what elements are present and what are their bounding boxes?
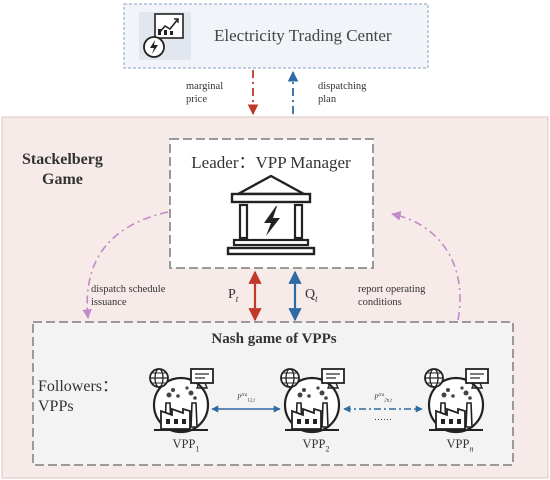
vpp-n-sub: n [469,444,474,454]
report-conditions-line-2: conditions [358,297,402,308]
marginal-price-line-2: price [186,94,207,105]
marginal-price-line-1: marginal [186,81,224,92]
trade-label-2n: Ptra2n,t [374,393,392,404]
dispatch-schedule-label: dispatch schedule issuance [91,283,165,309]
pt-label: Pt [228,287,238,304]
ellipsis-dots: …… [374,412,392,422]
vpp-n-label: VPPn [447,437,474,454]
trade-12-sub: 12,t [247,398,255,404]
vpp-2-sub: 2 [325,444,330,454]
stackelberg-line-2: Game [42,171,83,188]
trade-label-12: Ptra12,t [237,393,255,404]
vpp-2-label: VPP2 [303,437,330,454]
leader-box [169,138,374,269]
pt-sub: t [235,293,239,304]
dispatching-plan-line-1: dispatching [318,81,367,92]
trade-2n-base: P [374,393,379,402]
trade-2n-sub: 2n,t [384,398,392,404]
dispatching-plan-label: dispatching plan [318,80,366,106]
vpp-1-base: VPP [172,437,196,451]
marginal-price-label: marginal price [186,80,223,106]
qt-sub: t [315,293,318,304]
dispatch-schedule-arrow [82,211,169,319]
trading-center-title: Electricity Trading Center [214,26,392,45]
vpp-manager-icon [226,174,316,256]
followers-line-2: VPPs [38,398,74,415]
nash-title: Nash game of VPPs [211,331,337,347]
report-conditions-arrow [391,211,461,321]
trading-center-icon [139,12,191,60]
vpp-1-sub: 1 [195,444,200,454]
stackelberg-line-1: Stackelberg [22,151,103,168]
vpp-n-base: VPP [446,437,470,451]
followers-line-1: Followers： [38,378,119,395]
qt-label: Qt [305,287,318,304]
followers-label: Followers： VPPs [38,377,118,417]
pt-base: P [228,287,236,302]
trade-2n-sup: tra [378,393,385,398]
trade-12-sup: tra [241,393,248,398]
dispatching-plan-line-2: plan [318,94,337,105]
report-conditions-label: report operating conditions [358,283,425,309]
stackelberg-title: Stackelberg Game [22,150,103,190]
dispatch-schedule-line-2: issuance [91,297,127,308]
qt-base: Q [305,287,316,302]
vpp-2-base: VPP [302,437,326,451]
dispatch-schedule-line-1: dispatch schedule [91,284,166,295]
report-conditions-line-1: report operating [358,284,426,295]
leader-title: Leader：VPP Manager [191,153,351,172]
trade-12-base: P [237,393,242,402]
vpp-1-label: VPP1 [173,437,200,454]
